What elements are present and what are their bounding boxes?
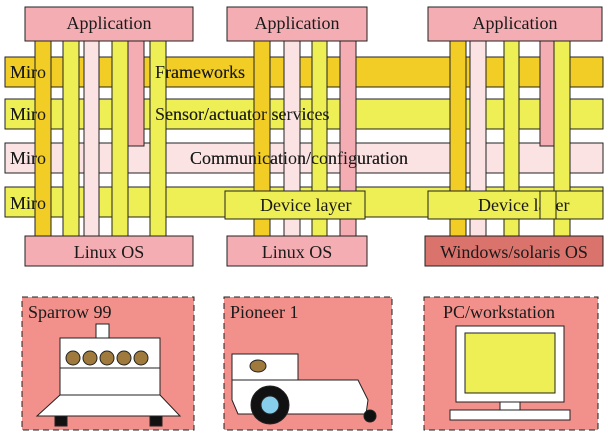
application-label-1: Application [67, 13, 152, 33]
frameworks-band [4, 56, 604, 88]
connector [539, 190, 557, 220]
frameworks-label: Frameworks [155, 62, 245, 82]
frameworks-label-overlay: Frameworks [155, 62, 245, 82]
os-boxes: Linux OS Linux OS Windows/solaris OS [24, 235, 604, 267]
device-box-1 [224, 190, 366, 220]
connector [83, 39, 100, 237]
band-labels-overlay: Miro Frameworks Miro Sensor/actuator ser… [10, 62, 408, 213]
communication-band [4, 142, 604, 174]
hardware-label-3: PC/workstation [443, 302, 555, 322]
sparrow-robot-icon [35, 323, 182, 427]
application-box-1 [24, 6, 194, 42]
os-box-3 [424, 235, 604, 267]
os-label-2: Linux OS [262, 242, 333, 262]
services-band [4, 98, 604, 130]
services-label-overlay: Sensor/actuator services [155, 104, 329, 124]
frameworks-prefix-overlay: Miro [10, 62, 46, 82]
device-boxes: Device layer Device layer [224, 190, 604, 220]
device-prefix-overlay: Miro [10, 193, 46, 213]
application-boxes: Application Application Application [24, 6, 603, 42]
hardware-sparrow: Sparrow 99 [21, 296, 195, 431]
application-box-2 [226, 6, 368, 42]
device-box-2 [427, 190, 604, 220]
communication-prefix-overlay: Miro [10, 148, 46, 168]
communication-label-overlay: Communication/configuration [190, 148, 408, 168]
os-label-3: Windows/solaris OS [440, 242, 588, 262]
hardware-pc: PC/workstation [423, 296, 599, 431]
os-box-2 [226, 235, 368, 267]
os-label-1: Linux OS [74, 242, 145, 262]
connector [127, 39, 145, 147]
device-box-label-1: Device layer [260, 195, 351, 215]
connector [62, 39, 80, 237]
application-label-2: Application [255, 13, 340, 33]
hardware-label-2: Pioneer 1 [230, 302, 298, 322]
hardware-pioneer: Pioneer 1 [223, 296, 393, 431]
os-box-1 [24, 235, 194, 267]
computer-icon [449, 325, 571, 421]
pioneer-robot-icon [231, 353, 377, 425]
hardware-label-1: Sparrow 99 [28, 302, 112, 322]
application-box-3 [427, 6, 603, 42]
application-label-3: Application [473, 13, 558, 33]
services-prefix-overlay: Miro [10, 104, 46, 124]
connector [111, 39, 129, 237]
